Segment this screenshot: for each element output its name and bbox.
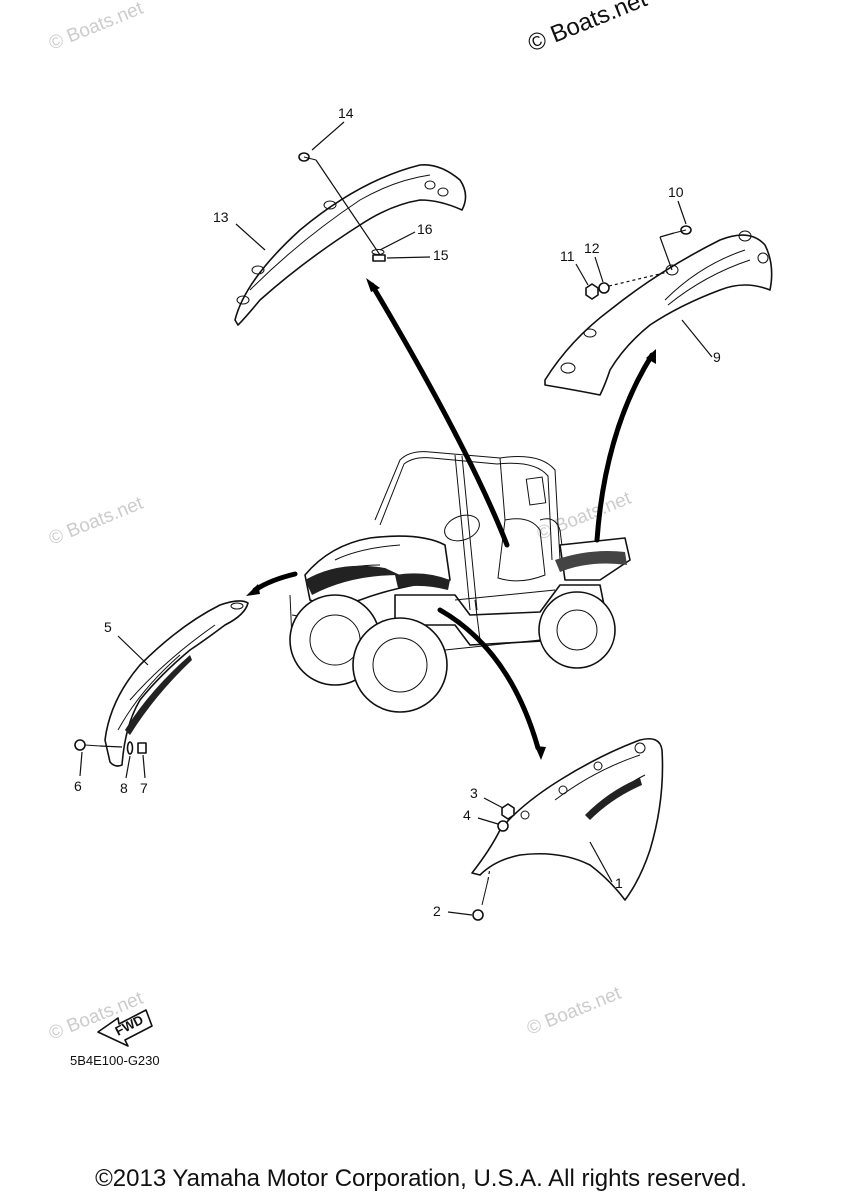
callout-6: 6 [74,778,82,794]
watermark-top-left: © Boats.net [46,0,147,55]
assembly-arrow-to-13 [366,278,510,548]
callout-2: 2 [433,903,441,919]
part-13-hood-panel [234,163,467,326]
callout-10: 10 [668,184,684,200]
part-4-washer [497,820,509,832]
callout-12: 12 [584,240,600,256]
assembly-arrow-to-1 [437,607,546,760]
part-8-washer [126,741,134,755]
part-7-nut [137,742,147,754]
vehicle-illustration [289,451,631,713]
part-15-16-fasteners [371,249,386,262]
part-1-rear-fender [471,737,664,901]
part-10-screw [673,225,692,235]
assembly-arrow-to-5 [246,571,298,596]
callout-15: 15 [433,247,449,263]
part-5-front-fender [104,600,249,767]
diagram-code: 5B4E100-G230 [70,1053,160,1068]
watermark-mid-left: © Boats.net [46,493,147,550]
callout-9: 9 [713,349,721,365]
callout-8: 8 [120,780,128,796]
assembly-arrow-to-9 [594,349,656,543]
part-6-screw [74,739,101,751]
callout-3: 3 [470,785,478,801]
part-12-washer [598,282,610,294]
copyright-notice: ©2013 Yamaha Motor Corporation, U.S.A. A… [95,1165,747,1192]
callout-7: 7 [140,780,148,796]
part-9-rear-fender [544,230,773,396]
callout-11: 11 [560,248,575,264]
part-11-nut [585,283,599,300]
callout-4: 4 [463,807,471,823]
callout-5: 5 [104,619,112,635]
callout-1: 1 [615,875,623,891]
part-14-screw [298,152,317,162]
callout-13: 13 [213,209,229,225]
callout-16: 16 [417,221,433,237]
part-3-nut [501,803,515,820]
callout-14: 14 [338,105,354,121]
part-2-screw [472,879,489,921]
watermark-top-right: © Boats.net [524,0,651,58]
watermark-bottom-right: © Boats.net [524,983,625,1040]
